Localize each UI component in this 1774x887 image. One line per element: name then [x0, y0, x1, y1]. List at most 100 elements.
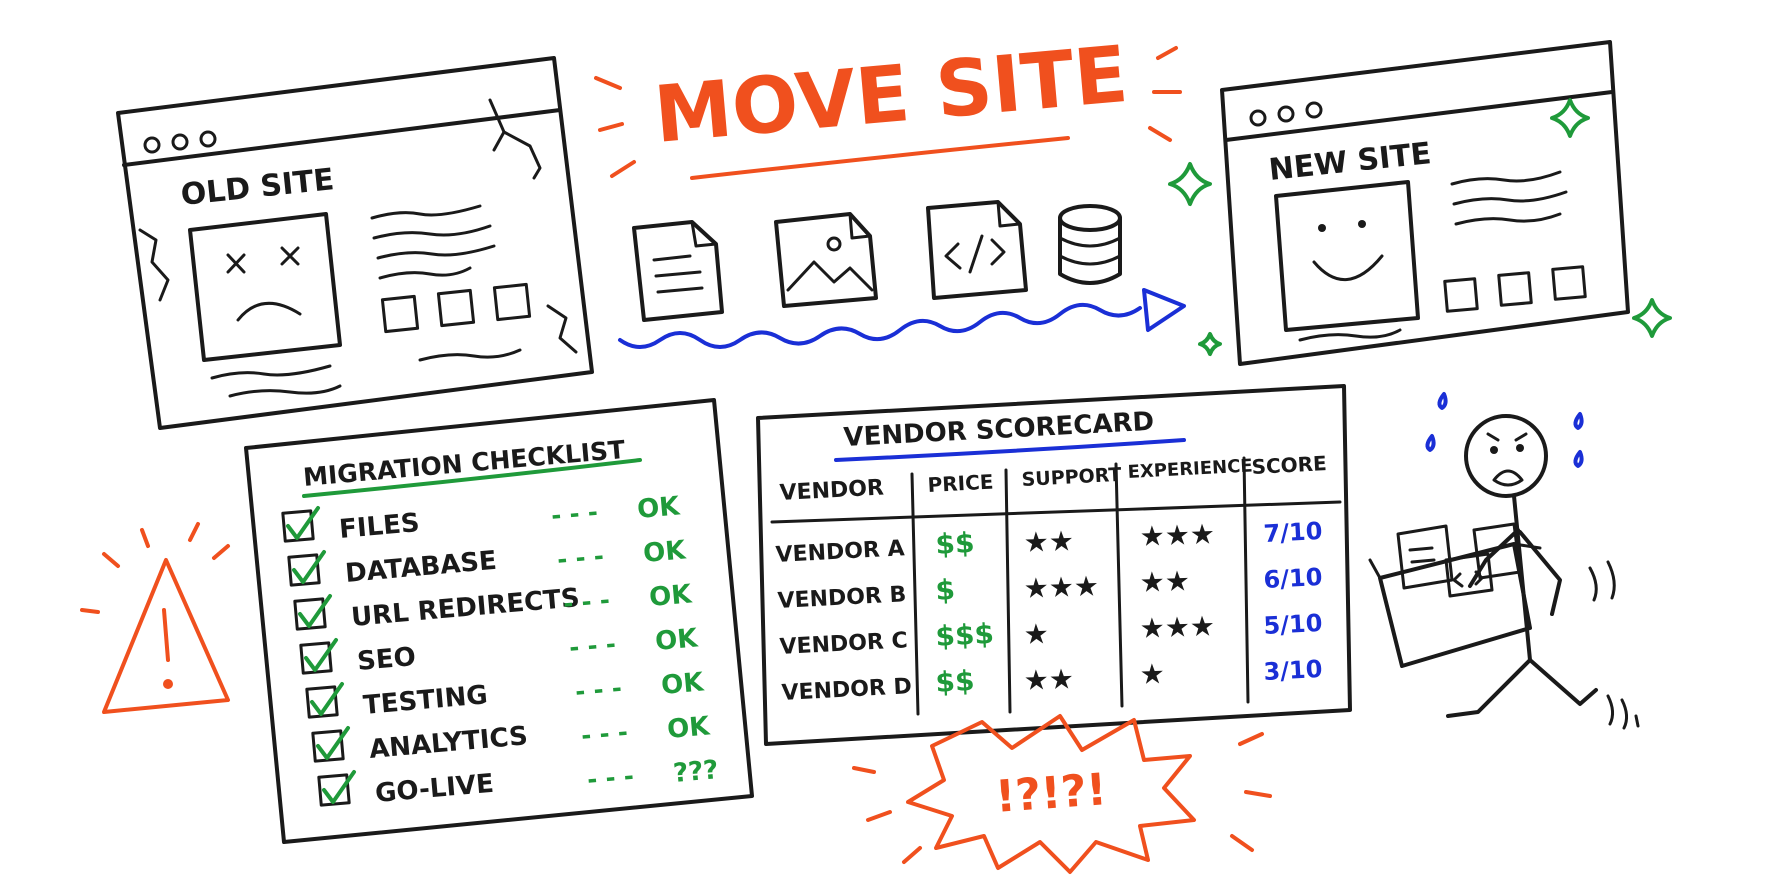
table-row: VENDOR C$$$★★★★5/10: [779, 609, 1323, 660]
vendor-support: ★: [1023, 617, 1049, 651]
boxes: [1443, 265, 1587, 313]
check-mark-icon: [304, 638, 338, 672]
sparkle-icon: [1198, 332, 1222, 356]
checklist-item-status: OK: [660, 667, 706, 701]
scorecard-header: PRICE: [927, 470, 994, 497]
check-mark-icon: [322, 770, 356, 804]
checklist-item-label: GO-LIVE: [374, 769, 495, 809]
warning-icon: [80, 522, 230, 714]
vendor-support: ★★: [1023, 662, 1074, 697]
checklist-title-underline: [302, 458, 642, 498]
text-line-bottom: [1298, 328, 1402, 342]
vendor-score: 3/10: [1263, 655, 1323, 686]
stick-figure-icon: [1368, 392, 1640, 730]
scorecard-header: SCORE: [1251, 451, 1327, 479]
page-title: MOVE SITE: [651, 30, 1131, 161]
vendor-price: $$: [935, 526, 976, 561]
check-mark-icon: [298, 594, 332, 628]
sparkle-icon: [1168, 162, 1212, 206]
vendor-price: $$: [935, 664, 976, 699]
vendor-name: VENDOR C: [779, 628, 908, 660]
checklist-item-status: OK: [636, 491, 682, 525]
sparkle-icon: [1550, 98, 1590, 138]
smile-face-icon: [1274, 180, 1420, 332]
checklist-title: MIGRATION CHECKLIST: [302, 435, 626, 492]
scorecard-header: EXPERIENCE: [1127, 455, 1253, 483]
vendor-price: $: [935, 573, 956, 607]
sweat-drops: [1425, 392, 1584, 468]
checklist-item-label: DATABASE: [344, 546, 498, 589]
table-row: VENDOR D$$★★★3/10: [781, 655, 1323, 706]
cracks: [138, 98, 578, 354]
checkbox-icon: [287, 553, 321, 587]
window-controls: [143, 130, 217, 154]
wavy-arrow-line: [618, 302, 1142, 349]
sad-face-icon: [188, 212, 342, 362]
check-mark-icon: [286, 506, 320, 540]
checklist-item-dashes: - - -: [586, 762, 635, 794]
checkbox-icon: [311, 729, 345, 763]
text-lines: [1450, 170, 1568, 226]
checkbox-icon: [299, 641, 333, 675]
check-mark-icon: [316, 726, 350, 760]
checklist-item: SEO - - - OK: [299, 623, 700, 677]
table-grid: [770, 456, 1342, 716]
vendor-name: VENDOR D: [781, 674, 912, 706]
new-site-window: NEW SITE: [1220, 40, 1630, 366]
scorecard-header: SUPPORT: [1021, 464, 1122, 491]
checklist-item-dashes: - - -: [580, 718, 629, 750]
document-icon: [632, 220, 724, 322]
database-icon: [1058, 204, 1122, 285]
checklist-item-dashes: - - -: [556, 542, 605, 574]
checkbox-icon: [305, 685, 339, 719]
checklist-item-dashes: - - -: [562, 586, 611, 618]
vendor-name: VENDOR A: [775, 536, 905, 568]
checklist-item-status: OK: [654, 623, 700, 657]
box-of-files: [1368, 522, 1542, 668]
checklist-item-label: ANALYTICS: [368, 721, 529, 765]
image-icon: [774, 212, 878, 308]
vendor-score: 7/10: [1263, 517, 1323, 548]
vendor-score: 6/10: [1263, 563, 1323, 594]
checklist-item-label: URL REDIRECTS: [350, 583, 581, 633]
check-mark-icon: [292, 550, 326, 584]
vendor-price: $$$: [935, 617, 995, 653]
checklist-item-dashes: - - -: [574, 674, 623, 706]
transfer-group: [618, 200, 1186, 349]
table-row: VENDOR B$★★★★★6/10: [777, 563, 1323, 614]
sparkle-icon: [1632, 298, 1672, 338]
vendor-support: ★★★: [1023, 569, 1099, 605]
text-lines: [370, 204, 496, 280]
checklist-item-status: ???: [672, 755, 720, 789]
checklist-item-status: OK: [648, 579, 694, 613]
checkbox-icon: [293, 597, 327, 631]
checklist-item-dashes: - - -: [568, 630, 617, 662]
exclamation-burst: !?!?!: [852, 714, 1272, 874]
vendor-score: 5/10: [1263, 609, 1323, 640]
old-site-window: OLD SITE: [116, 56, 594, 430]
checklist-item-label: SEO: [356, 642, 417, 677]
table-row: VENDOR A$$★★★★★7/10: [775, 517, 1323, 568]
window-controls: [1249, 101, 1323, 127]
vendor-experience: ★★: [1139, 564, 1190, 599]
check-mark-icon: [310, 682, 344, 716]
scorecard-header: VENDOR: [779, 476, 885, 506]
boxes: [380, 282, 532, 334]
checklist-item-status: OK: [666, 711, 712, 745]
title-underline: [690, 136, 1070, 180]
checklist-rows: FILES - - - OK DATABASE - - - OK URL REDIRECTS…: [281, 491, 720, 809]
checkbox-icon: [281, 509, 315, 543]
vendor-support: ★★: [1023, 524, 1074, 559]
arrow-right-icon: [1142, 288, 1186, 332]
checklist-item-label: TESTING: [362, 680, 489, 721]
scorecard-title-underline: [834, 438, 1186, 462]
checklist-item-label: FILES: [338, 508, 421, 545]
sparkles: [1168, 98, 1672, 356]
title-burst-lines: [594, 46, 1182, 178]
code-file-icon: [926, 200, 1028, 300]
checklist-item-status: OK: [642, 535, 688, 569]
title-group: MOVE SITE: [594, 30, 1182, 180]
